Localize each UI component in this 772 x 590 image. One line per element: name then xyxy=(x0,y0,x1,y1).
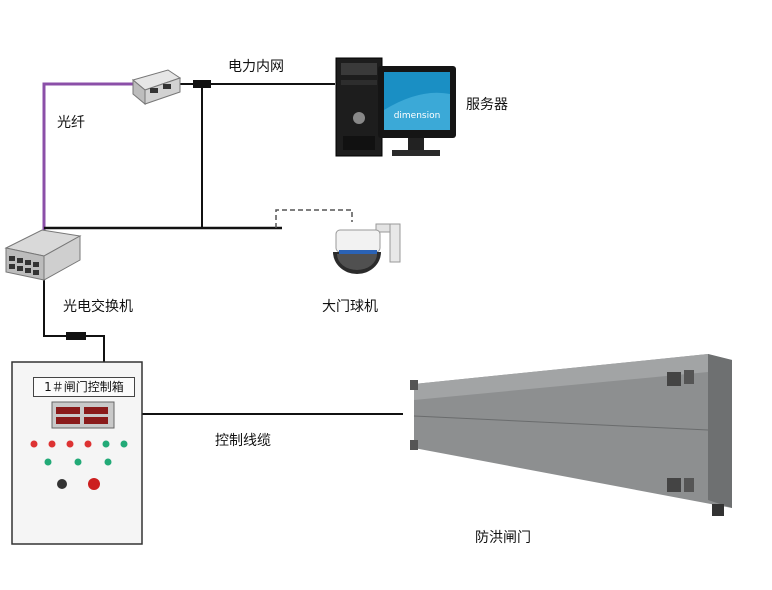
indicator-light xyxy=(74,458,82,466)
monitor-brand-text: dimension xyxy=(394,111,441,121)
indicator-light xyxy=(44,458,52,466)
indicator-light xyxy=(102,440,110,448)
camera-dashed-lead xyxy=(275,209,353,228)
power-network-label: 电力内网 xyxy=(228,59,284,75)
indicator-light xyxy=(30,440,38,448)
switch-to-box-line xyxy=(43,275,105,362)
indicator-light xyxy=(104,458,112,466)
dome-camera-icon xyxy=(333,223,401,274)
server-icon: dimension xyxy=(335,57,456,157)
indicator-light xyxy=(48,440,56,448)
connector-box xyxy=(66,332,86,340)
optical-switch-icon xyxy=(4,229,82,281)
control-box-title: 1＃闸门控制箱 xyxy=(33,377,135,397)
gate-camera-label: 大门球机 xyxy=(322,299,378,315)
server-label: 服务器 xyxy=(466,97,508,113)
indicator-light xyxy=(120,440,128,448)
connector-top xyxy=(193,80,211,88)
control-display xyxy=(51,401,115,429)
indicator-light xyxy=(66,440,74,448)
fiber-label: 光纤 xyxy=(57,115,85,131)
fiber-line xyxy=(42,82,133,230)
selector-switch-icon xyxy=(57,479,67,489)
media-converter-icon xyxy=(131,69,182,106)
control-cable-label: 控制线缆 xyxy=(215,433,271,449)
indicator-light xyxy=(84,440,92,448)
stop-button-icon xyxy=(88,478,100,490)
flood-gate-icon xyxy=(403,349,735,531)
flood-gate-label: 防洪闸门 xyxy=(475,530,531,546)
optical-switch-label: 光电交换机 xyxy=(63,299,133,315)
